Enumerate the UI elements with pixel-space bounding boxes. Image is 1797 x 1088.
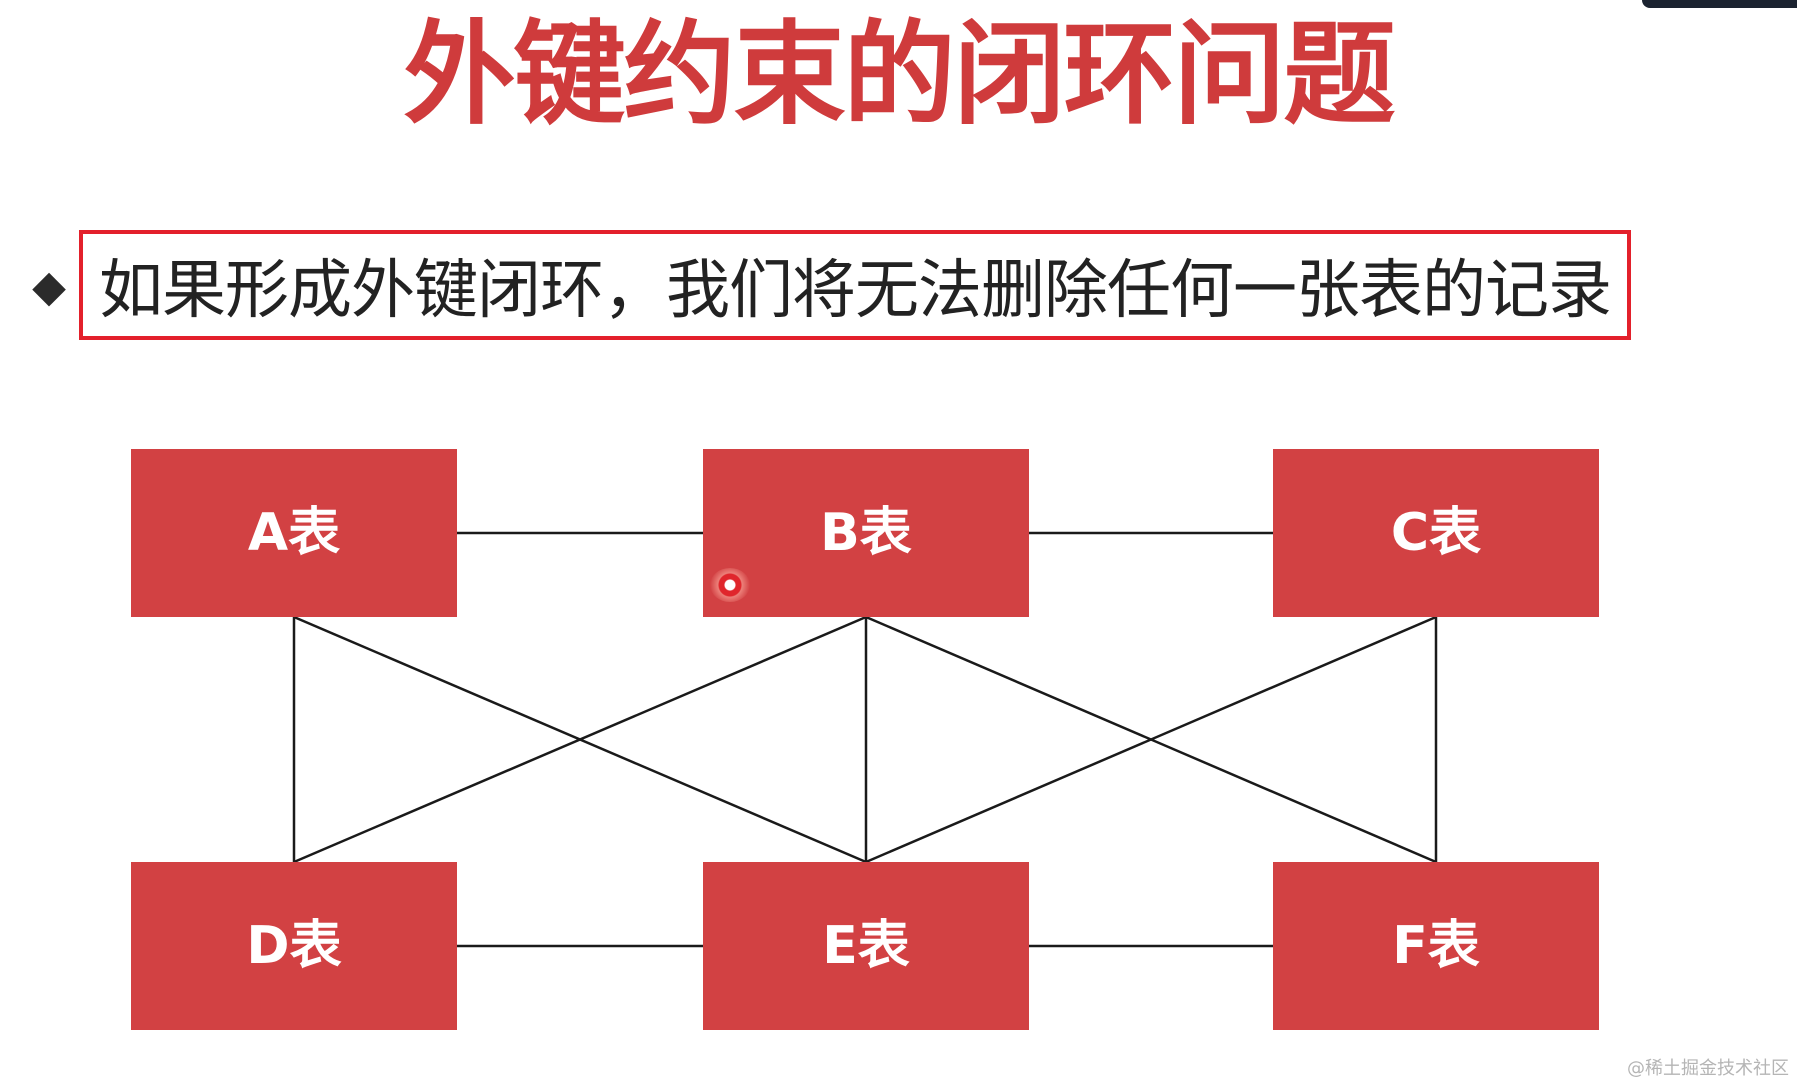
node-f-label: F表: [1392, 916, 1480, 976]
node-c: C表: [1273, 449, 1599, 617]
pointer-cursor-icon: [710, 568, 750, 602]
highlight-text: 如果形成外键闭环，我们将无法删除任何一张表的记录: [99, 254, 1612, 328]
node-d: D表: [131, 862, 457, 1030]
node-f: F表: [1273, 862, 1599, 1030]
node-b-label: B表: [820, 503, 912, 563]
bullet-diamond-icon: ◆: [32, 261, 66, 312]
slide-title: 外键约束的闭环问题: [403, 10, 1396, 140]
node-f-box: [1273, 862, 1599, 1030]
node-e-box: [703, 862, 1029, 1030]
node-b: B表: [703, 449, 1029, 617]
highlight-box: 如果形成外键闭环，我们将无法删除任何一张表的记录: [79, 230, 1631, 340]
watermark: @稀土掘金技术社区: [1627, 1058, 1789, 1079]
node-a-label: A表: [248, 503, 340, 563]
window-corner-bar: [1642, 0, 1797, 8]
node-d-label: D表: [246, 916, 341, 976]
node-e: E表: [703, 862, 1029, 1030]
edge-c-e: [865, 615, 1437, 864]
node-c-label: C表: [1391, 503, 1481, 563]
edges-group: [292, 531, 1438, 948]
node-b-box: [703, 449, 1029, 617]
node-c-box: [1273, 449, 1599, 617]
node-a: A表: [131, 449, 457, 617]
edge-b-d: [293, 615, 867, 864]
node-a-box: [131, 449, 457, 617]
nodes-group: A表 B表 C表 D表 E表 F表: [131, 449, 1599, 1030]
node-d-box: [131, 862, 457, 1030]
node-e-label: E表: [822, 916, 910, 976]
